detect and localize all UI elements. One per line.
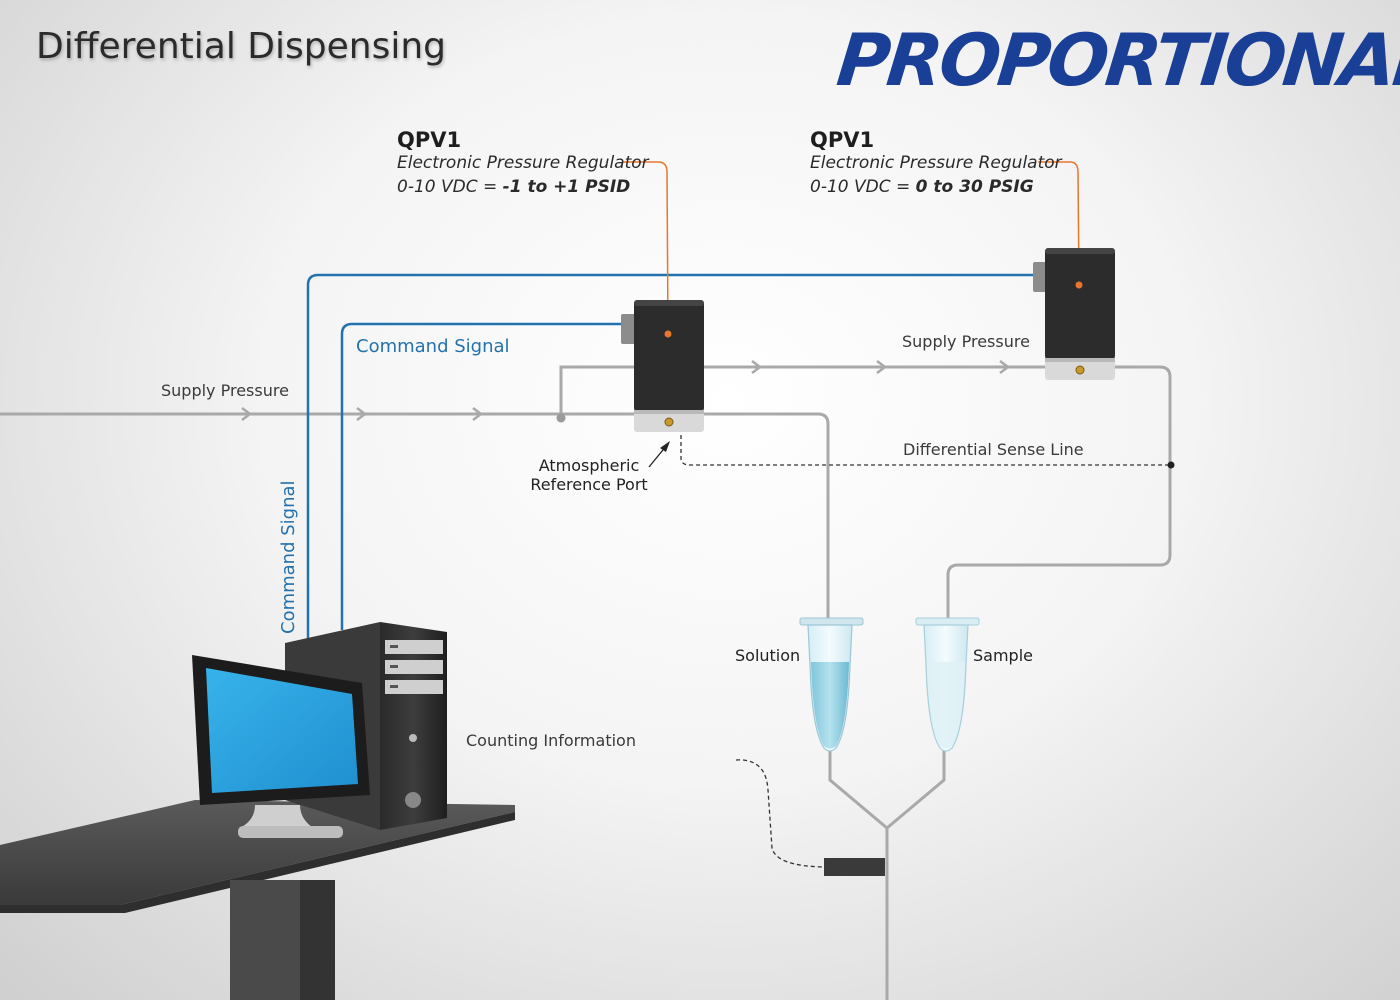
right-regulator-name: QPV1 xyxy=(810,128,875,152)
right-range-value: 0 to 30 PSIG xyxy=(915,177,1034,197)
junction-dot xyxy=(556,413,566,423)
differential-sense-line-label: Differential Sense Line xyxy=(903,440,1084,459)
flow-sensor xyxy=(824,858,885,876)
signal-to-right-regulator xyxy=(306,273,1033,640)
right-range-prefix: 0-10 VDC = xyxy=(810,177,916,197)
logo-text-main: PROPORTION xyxy=(833,18,1345,102)
command-signal-lines xyxy=(306,273,1033,640)
counting-information-label: Counting Information xyxy=(466,731,636,750)
logo-text-air: AIR xyxy=(1336,18,1400,102)
solution-tube xyxy=(799,617,864,752)
supply-pressure-label-right: Supply Pressure xyxy=(902,332,1030,351)
sense-junction-dot xyxy=(1167,461,1175,469)
pressure-lines xyxy=(0,365,1172,1000)
branch-to-left-regulator xyxy=(559,365,635,414)
supply-pressure-label-left: Supply Pressure xyxy=(161,381,289,400)
monitor xyxy=(192,655,370,838)
regulator-right xyxy=(1033,248,1115,380)
page-title: Differential Dispensing xyxy=(36,26,446,67)
flow-arrows xyxy=(241,360,1011,421)
left-range-prefix: 0-10 VDC = xyxy=(397,177,503,197)
atmospheric-line1: Atmospheric xyxy=(538,456,640,475)
left-regulator-range: 0-10 VDC = -1 to +1 PSID xyxy=(397,177,630,197)
sample-tube xyxy=(915,617,980,752)
right-regulator-range: 0-10 VDC = 0 to 30 PSIG xyxy=(810,177,1034,197)
regulator-left xyxy=(621,300,704,432)
sample-label: Sample xyxy=(973,646,1033,665)
command-signal-label: Command Signal xyxy=(356,336,510,357)
left-regulator-type: Electronic Pressure Regulator xyxy=(397,153,649,173)
y-junction xyxy=(828,748,946,830)
left-regulator-name: QPV1 xyxy=(397,128,462,152)
atmospheric-pointer xyxy=(648,441,670,468)
command-signal-vertical-label: Command Signal xyxy=(278,480,299,634)
output-to-sample xyxy=(946,365,1172,622)
counting-info-line xyxy=(735,759,825,868)
right-regulator-type: Electronic Pressure Regulator xyxy=(810,153,1062,173)
solution-label: Solution xyxy=(735,646,801,665)
atmospheric-line2: Reference Port xyxy=(530,475,648,494)
atmospheric-reference-port-label: Atmospheric Reference Port xyxy=(518,456,660,494)
signal-to-left-regulator xyxy=(340,322,622,630)
differential-sense-line xyxy=(680,435,1171,466)
output-to-solution xyxy=(704,412,830,622)
proportion-air-logo: PROPORTIONAIR xyxy=(833,18,1400,102)
leader-lines xyxy=(622,161,1080,334)
left-range-value: -1 to +1 PSID xyxy=(502,177,631,197)
